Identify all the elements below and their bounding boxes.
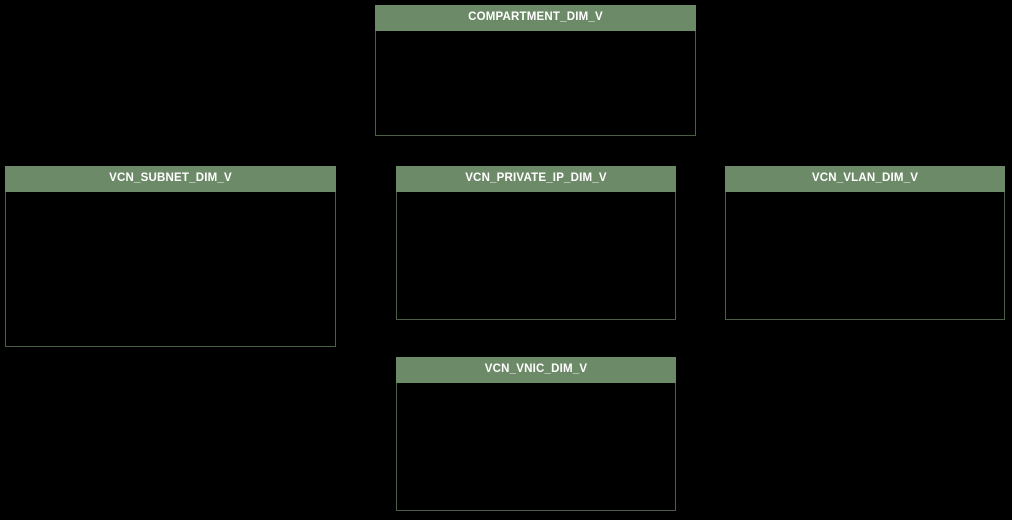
entity-header-vcn-private-ip-dim-v[interactable]: VCN_PRIVATE_IP_DIM_V xyxy=(396,166,676,192)
entity-body-vcn-private-ip-dim-v xyxy=(396,192,676,320)
entity-body-vcn-vlan-dim-v xyxy=(725,192,1005,320)
entity-vcn-vlan-dim-v[interactable]: VCN_VLAN_DIM_V xyxy=(725,166,1005,320)
entity-vcn-vnic-dim-v[interactable]: VCN_VNIC_DIM_V xyxy=(396,357,676,511)
entity-header-vcn-vnic-dim-v[interactable]: VCN_VNIC_DIM_V xyxy=(396,357,676,383)
entity-body-compartment-dim-v xyxy=(375,31,696,136)
entity-header-compartment-dim-v[interactable]: COMPARTMENT_DIM_V xyxy=(375,5,696,31)
entity-header-vcn-vlan-dim-v[interactable]: VCN_VLAN_DIM_V xyxy=(725,166,1005,192)
entity-vcn-private-ip-dim-v[interactable]: VCN_PRIVATE_IP_DIM_V xyxy=(396,166,676,320)
entity-body-vcn-subnet-dim-v xyxy=(5,192,336,347)
entity-header-vcn-subnet-dim-v[interactable]: VCN_SUBNET_DIM_V xyxy=(5,166,336,192)
entity-vcn-subnet-dim-v[interactable]: VCN_SUBNET_DIM_V xyxy=(5,166,336,347)
entity-compartment-dim-v[interactable]: COMPARTMENT_DIM_V xyxy=(375,5,696,136)
entity-body-vcn-vnic-dim-v xyxy=(396,383,676,511)
